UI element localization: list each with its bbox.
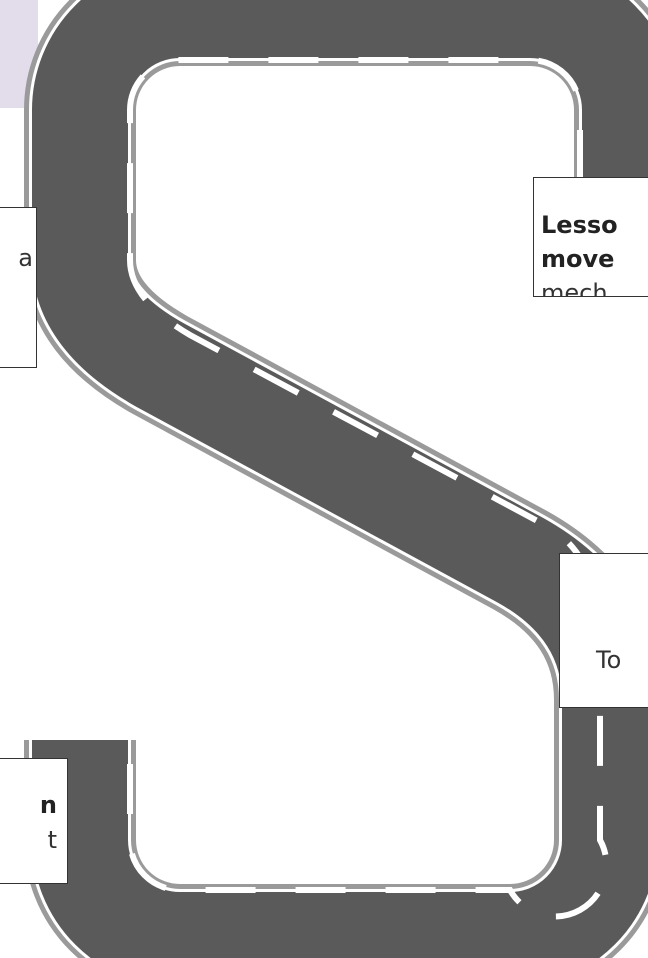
box-text: t [48,823,57,857]
lesson-box-right-mid: To [559,553,648,708]
lesson-box-right-top: Lesso move mech [533,177,648,297]
lesson-box-left-bottom: n t [0,758,68,884]
box-text: mech [534,276,648,297]
box-title: Lesso [534,208,648,242]
lesson-box-left-top: a [0,207,37,368]
box-text: a [18,241,33,275]
road-asphalt [80,10,630,940]
box-title: n [40,788,57,822]
box-subtitle: move [534,242,648,276]
box-text: To [596,643,621,677]
